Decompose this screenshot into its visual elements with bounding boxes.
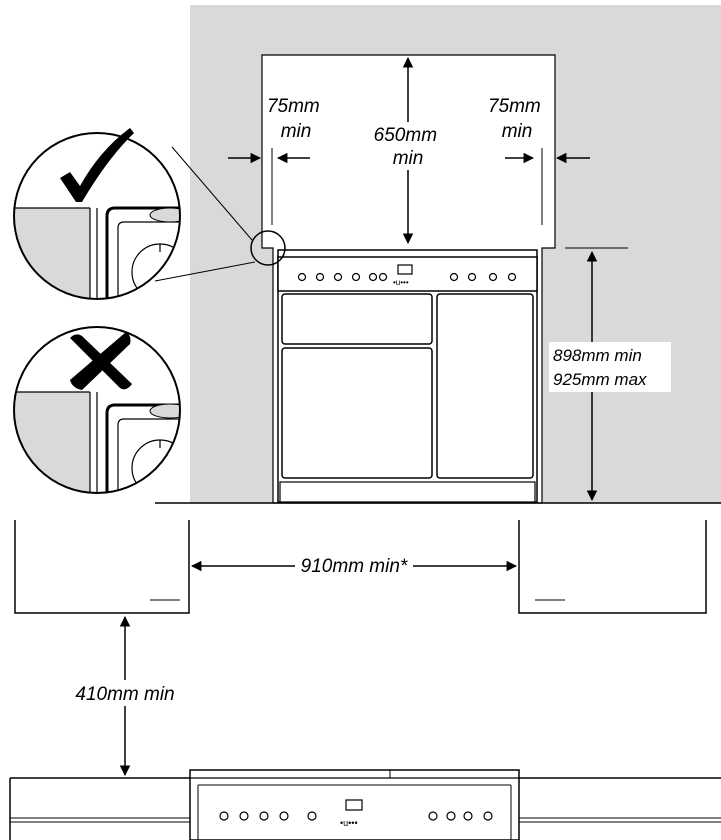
- cooker-front-plan: •u•••: [189, 769, 520, 840]
- elevation-view: •u••• 650mm min 75mm min 75mm min: [154, 5, 721, 504]
- dim-label-height: 898mm min 925mm max: [553, 346, 647, 389]
- range-cooker: •u•••: [277, 249, 538, 503]
- dim-label-650: 650mm min: [374, 125, 443, 169]
- control-knobs-right: [449, 272, 517, 282]
- inset-correct: [13, 128, 181, 300]
- svg-text:•u•••: •u•••: [393, 278, 409, 287]
- svg-text:•u•••: •u•••: [340, 818, 358, 828]
- display-clock: •u•••: [393, 264, 413, 287]
- left-cabinet: [14, 520, 190, 614]
- main-oven-door: [281, 347, 433, 479]
- control-knobs-left: [297, 272, 388, 282]
- dim-label-910: 910mm min*: [301, 556, 408, 577]
- plinth: [279, 481, 536, 503]
- dim-label-75-left: 75mm min: [267, 96, 325, 142]
- cross-icon: [70, 332, 132, 390]
- dim-label-75-right: 75mm min: [488, 96, 546, 142]
- plan-view: 910mm min* 410mm min: [9, 520, 721, 840]
- check-icon: [60, 128, 134, 202]
- right-cabinet: [518, 520, 707, 614]
- dim-label-410: 410mm min: [75, 684, 174, 705]
- inset-incorrect: [13, 326, 181, 494]
- grill-door: [281, 293, 433, 345]
- corner-highlight-circle: [250, 230, 286, 266]
- side-oven-door: [436, 293, 534, 479]
